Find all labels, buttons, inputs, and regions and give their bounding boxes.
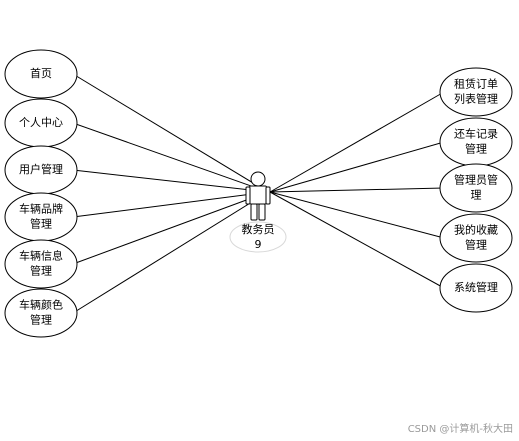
association-line-vehicle-brand-management (72, 191, 269, 218)
use-case-label: 车辆品牌 (19, 202, 63, 216)
actor-label-background (229, 221, 287, 253)
use-case-label: 个人中心 (19, 116, 63, 129)
actor: 教务员 9 (229, 171, 287, 253)
association-line-return-record-management (269, 141, 445, 193)
association-line-system-management (269, 191, 445, 289)
use-case-ellipse (439, 263, 513, 313)
use-case-label: 我的收藏 (454, 223, 498, 237)
actor-left-arm (245, 186, 251, 205)
actor-right-arm (265, 186, 271, 205)
use-case-label: 管理 (465, 142, 487, 156)
use-case-label: 租赁订单 (454, 77, 498, 91)
use-case-label: 车辆颜色 (19, 298, 63, 312)
use-case-ellipse (439, 213, 513, 263)
use-case-label: 管理 (30, 313, 52, 327)
association-line-home (72, 73, 269, 193)
actor-right-leg (258, 203, 266, 221)
use-case-ellipse (439, 163, 513, 213)
actor-head (250, 171, 266, 187)
association-lines (72, 73, 445, 314)
use-case-label: 列表管理 (454, 92, 498, 106)
use-case-label: 管理 (30, 264, 52, 278)
use-case-label: 车辆信息 (19, 249, 63, 263)
actor-left-leg (250, 203, 258, 221)
use-case-label: 理 (471, 189, 482, 202)
use-case-label: 系统管理 (454, 280, 498, 294)
watermark: CSDN @计算机-秋大田 (407, 424, 513, 435)
association-line-my-favorites-management (269, 191, 445, 239)
use-case-label: 首页 (30, 66, 52, 80)
association-line-personal-center (72, 122, 269, 193)
use-case-label: 用户管理 (19, 162, 63, 176)
actor-body (248, 185, 268, 205)
association-line-vehicle-info-management (72, 191, 269, 265)
use-case-system-management: 系统管理 (439, 263, 513, 313)
use-case-ellipse (4, 49, 78, 99)
use-case-ellipse (4, 239, 78, 289)
use-case-label: 管理 (465, 238, 487, 252)
association-line-admin-management (269, 187, 445, 193)
use-case-home: 首页 (4, 49, 78, 99)
use-case-ellipse (439, 67, 513, 117)
use-case-user-management: 用户管理 (4, 145, 78, 195)
actor-name: 教务员 (242, 223, 275, 236)
association-line-rental-order-list-management (269, 91, 445, 193)
association-line-user-management (72, 169, 269, 193)
use-case-label: 还车记录 (454, 127, 498, 141)
use-case-ellipse (4, 288, 78, 338)
use-case-personal-center: 个人中心 (4, 98, 78, 148)
association-line-vehicle-color-management (72, 191, 269, 314)
actor-subtitle: 9 (255, 238, 262, 251)
use-case-label: 管理员管 (454, 173, 498, 187)
use-case-label: 管理 (30, 217, 52, 231)
